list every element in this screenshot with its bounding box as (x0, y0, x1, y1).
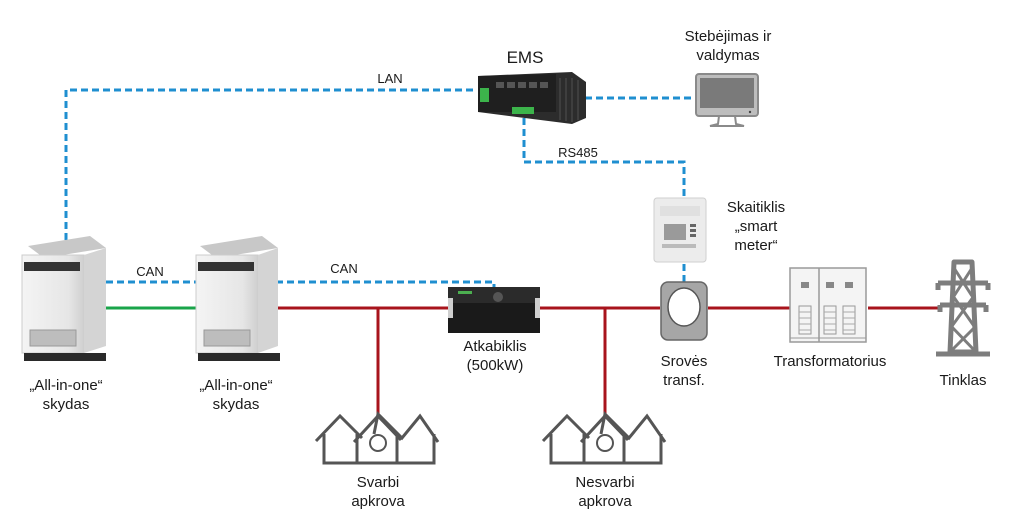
critical-load-label: Svarbi apkrova (351, 474, 405, 510)
breaker-label: Atkabiklis (500kW) (463, 338, 527, 374)
power-tower-icon[interactable] (935, 259, 991, 357)
ct-label: Srovės transf. (660, 353, 708, 389)
grid-label: Tinklas (939, 372, 987, 389)
lan-line (64, 88, 475, 240)
battery-cabinet-icon-1[interactable] (21, 236, 106, 361)
battery-cabinet-icon-2[interactable] (195, 236, 280, 361)
houses-load-icon-critical[interactable] (314, 410, 440, 465)
disconnector-icon[interactable] (448, 287, 540, 333)
current-transformer-icon[interactable] (660, 281, 708, 341)
can-label-2: CAN (330, 261, 358, 276)
monitor-icon[interactable] (695, 73, 759, 127)
rs485-line (522, 118, 686, 196)
ems-controller-icon[interactable] (478, 72, 586, 124)
cabinet2-label: „All-in-one“ skydas (199, 377, 273, 413)
meter-label: Skaitiklis „smart meter“ (726, 199, 786, 254)
ems-label: EMS (506, 48, 544, 67)
can-label-1: CAN (136, 264, 164, 279)
lan-label: LAN (377, 71, 403, 86)
data-links (64, 88, 692, 290)
smart-meter-icon[interactable] (653, 197, 707, 263)
transformer-label: Transformatorius (773, 353, 887, 370)
rs485-label: RS485 (558, 145, 598, 160)
power-links (276, 306, 938, 418)
monitor-label: Stebėjimas ir valdymas (684, 28, 772, 64)
cabinet1-label: „All-in-one“ skydas (29, 377, 103, 413)
houses-load-icon-noncritical[interactable] (541, 410, 667, 465)
transformer-icon[interactable] (789, 267, 867, 343)
noncritical-load-label: Nesvarbi apkrova (575, 474, 635, 510)
